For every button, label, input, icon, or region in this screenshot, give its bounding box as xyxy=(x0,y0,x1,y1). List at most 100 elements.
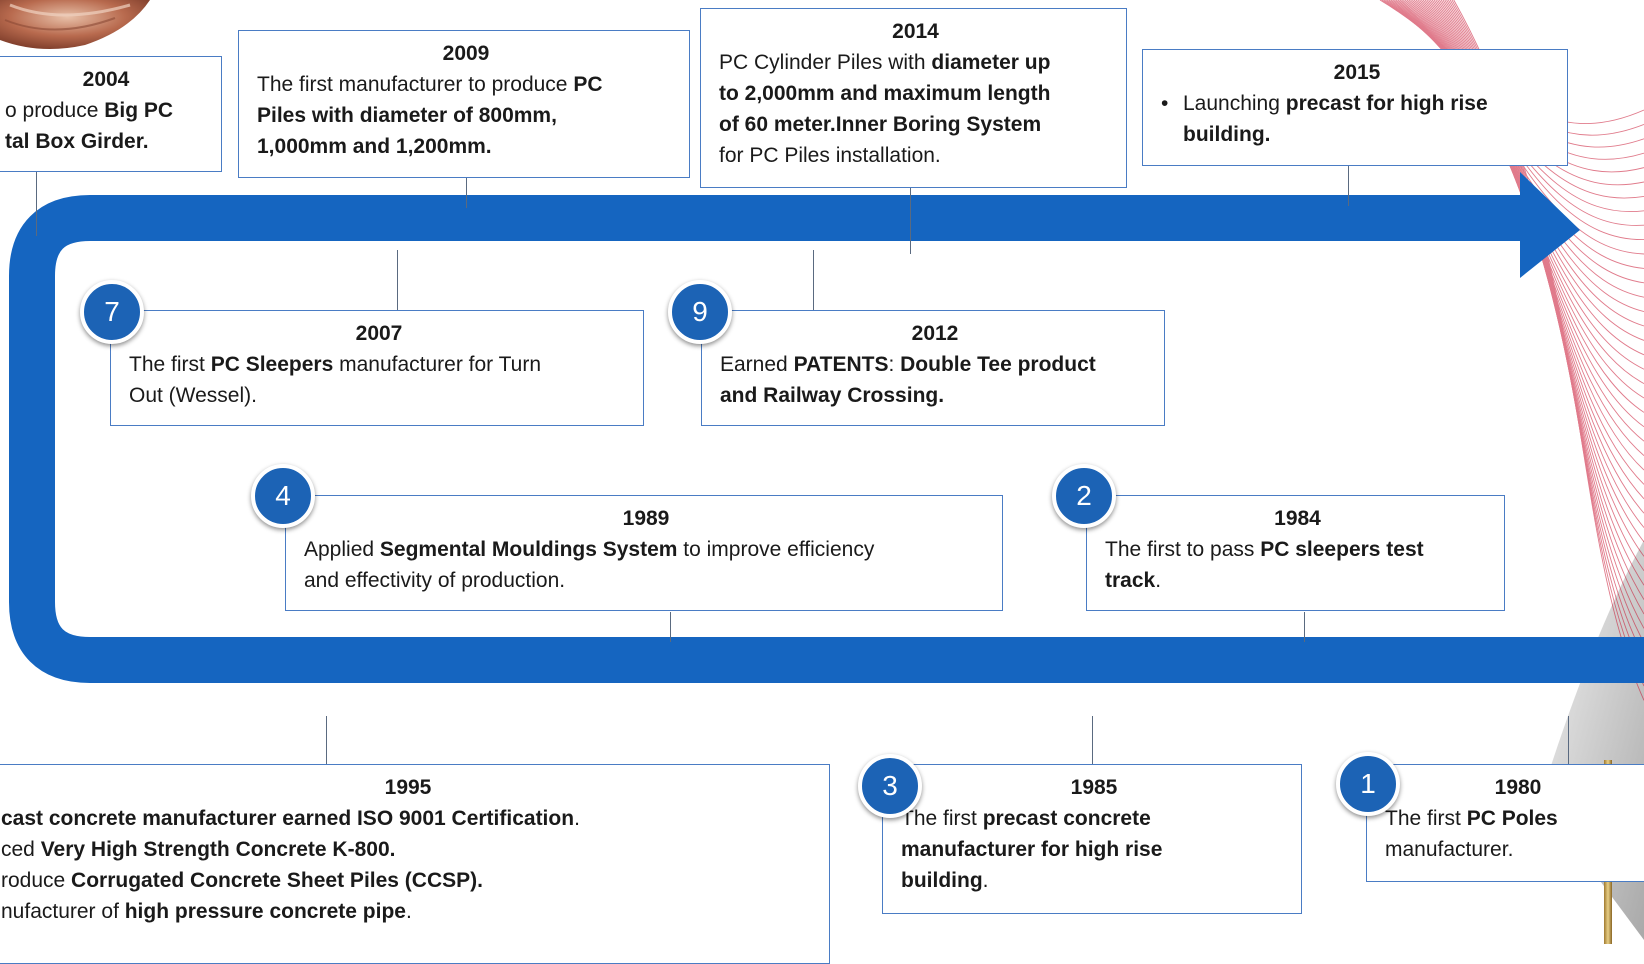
bold-text: Very High Strength Concrete K-800. xyxy=(40,838,396,861)
text: The first xyxy=(1385,807,1467,830)
connector-1980 xyxy=(1568,716,1569,764)
connector-1984 xyxy=(1304,612,1305,642)
connector-2009 xyxy=(466,178,467,208)
milestone-year: 2015 xyxy=(1333,61,1381,84)
milestone-text-line: The first PC Poles xyxy=(1385,803,1644,834)
milestone-1995: 1995 cast concrete manufacturer earned IS… xyxy=(0,764,830,964)
text: PC Cylinder Piles with xyxy=(719,51,932,74)
step-badge-7: 7 xyxy=(80,280,144,344)
copper-coil-image xyxy=(0,0,150,49)
bold-text: PC Poles xyxy=(1466,807,1558,830)
connector-2004 xyxy=(36,172,37,236)
bold-text: Big PC xyxy=(104,99,174,122)
text: The first manufacturer to produce xyxy=(257,73,574,96)
text: nufacturer of xyxy=(1,900,125,923)
bold-text: manufacturer for high rise xyxy=(901,838,1163,861)
text: . xyxy=(574,807,580,830)
bold-text: Inner Boring System xyxy=(835,113,1042,136)
milestone-text-line: Applied Segmental Mouldings System to im… xyxy=(304,534,988,565)
bold-text: to 2,000mm and maximum length xyxy=(719,82,1051,105)
milestone-text-line: Out (Wessel). xyxy=(129,380,629,411)
text: manufacturer for Turn xyxy=(333,353,542,376)
milestone-text-line: track. xyxy=(1105,565,1490,596)
text: . xyxy=(982,869,989,892)
milestone-text-line: to 2,000mm and maximum length xyxy=(719,78,1112,109)
milestone-year: 1984 xyxy=(1274,507,1321,530)
milestone-text-line: The first to pass PC sleepers test xyxy=(1105,534,1490,565)
milestone-year: 2004 xyxy=(82,68,130,91)
milestone-year: 1989 xyxy=(622,507,670,530)
milestone-text-line: building. xyxy=(901,865,1287,896)
milestone-text-line: nufacturer of high pressure concrete pip… xyxy=(1,896,815,927)
bold-text: precast for high rise building. xyxy=(1183,92,1488,146)
milestone-year: 2012 xyxy=(911,322,959,345)
bold-text: 1,000mm and 1,200mm. xyxy=(257,135,492,158)
milestone-text-line: and effectivity of production. xyxy=(304,565,988,596)
text: for PC Piles installation. xyxy=(719,144,941,167)
milestone-text-line: The first precast concrete xyxy=(901,803,1287,834)
text: The first xyxy=(901,807,983,830)
connector-1995 xyxy=(326,716,327,764)
bold-text: PATENTS xyxy=(793,353,889,376)
milestone-year: 1985 xyxy=(1070,776,1118,799)
timeline-arrow xyxy=(9,195,1644,683)
milestone-2004: 2004 o produce Big PC tal Box Girder. xyxy=(0,56,222,172)
connector-2007 xyxy=(397,250,398,310)
milestone-text-line: manufacturer. xyxy=(1385,834,1644,865)
text: manufacturer. xyxy=(1385,838,1514,861)
milestone-year: 2009 xyxy=(442,42,490,65)
milestone-text-line: o produce Big PC xyxy=(5,95,207,126)
step-badge-1: 1 xyxy=(1336,752,1400,816)
text: and effectivity of production. xyxy=(304,569,566,592)
text: . xyxy=(405,900,412,923)
step-badge-4: 4 xyxy=(251,464,315,528)
text: : xyxy=(888,353,901,376)
milestone-text-line: The first manufacturer to produce PC xyxy=(257,69,675,100)
milestone-text-line: for PC Piles installation. xyxy=(719,140,1112,171)
bold-text: track xyxy=(1105,569,1156,592)
step-badge-2: 2 xyxy=(1052,464,1116,528)
milestone-text-line: roduce Corrugated Concrete Sheet Piles (… xyxy=(1,865,815,896)
text: ced xyxy=(1,838,41,861)
text: to improve efficiency xyxy=(677,538,875,561)
text: Applied xyxy=(304,538,380,561)
milestone-text-line: PC Cylinder Piles with diameter up xyxy=(719,47,1112,78)
connector-2012 xyxy=(813,250,814,310)
milestone-year: 2014 xyxy=(892,20,939,43)
bullet-marker: • xyxy=(1161,92,1169,115)
step-badge-9: 9 xyxy=(668,280,732,344)
milestone-year: 1980 xyxy=(1494,776,1542,799)
milestone-year: 1995 xyxy=(384,776,432,799)
milestone-text-line: cast concrete manufacturer earned ISO 90… xyxy=(1,803,815,834)
timeline-arrowhead xyxy=(1520,172,1580,278)
bold-text: precast concrete xyxy=(982,807,1151,830)
bold-text: diameter up xyxy=(931,51,1051,74)
milestone-text-line: Earned PATENTS: Double Tee product xyxy=(720,349,1150,380)
text: Launching xyxy=(1183,92,1286,115)
bold-text: cast concrete manufacturer earned ISO 90… xyxy=(1,807,575,830)
text: The first xyxy=(129,353,211,376)
bold-text: tal Box Girder. xyxy=(5,130,149,153)
bold-text: Piles with diameter of 800mm, xyxy=(257,104,557,127)
text: Out (Wessel). xyxy=(129,384,257,407)
milestone-2014: 2014 PC Cylinder Piles with diameter up to… xyxy=(700,8,1127,188)
bold-text: Corrugated Concrete Sheet Piles (CCSP). xyxy=(71,869,483,892)
text: roduce xyxy=(1,869,72,892)
bold-text: PC sleepers test xyxy=(1260,538,1424,561)
bold-text: PC Sleepers xyxy=(210,353,334,376)
bold-text: high pressure concrete pipe xyxy=(124,900,406,923)
milestone-text-line: and Railway Crossing. xyxy=(720,380,1150,411)
bold-text: Double Tee product xyxy=(900,353,1096,376)
text: Earned xyxy=(720,353,794,376)
milestone-2015: 2015 • Launching precast for high rise bui… xyxy=(1142,49,1568,166)
milestone-text-line: 1,000mm and 1,200mm. xyxy=(257,131,675,162)
bold-text: building xyxy=(901,869,983,892)
